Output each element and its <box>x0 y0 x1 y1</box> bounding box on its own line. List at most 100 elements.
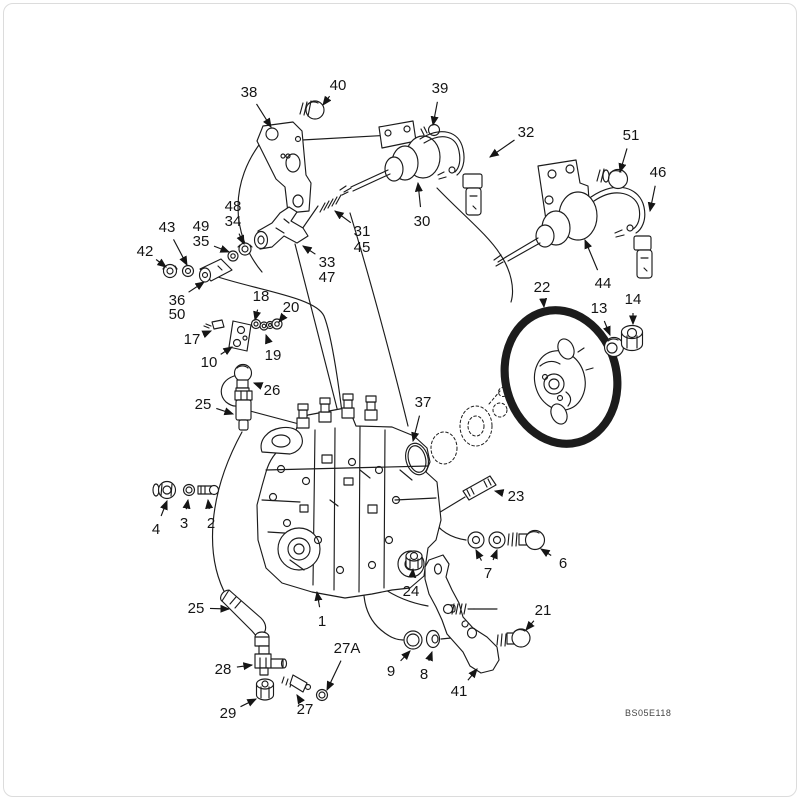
part-callout-27-47: 27 <box>297 701 314 718</box>
part-callout-25-44: 25 <box>188 600 205 617</box>
part-callout-6-38: 6 <box>559 555 567 572</box>
part-callout-46-5: 46 <box>650 164 667 181</box>
part-callout-48-11: 48 <box>225 198 242 215</box>
callout-arrow-26 <box>252 382 264 390</box>
part-callout-34-12: 34 <box>225 213 242 230</box>
bolt-21-illustration <box>496 628 531 648</box>
washers-7-illustration <box>467 531 506 549</box>
bracket-38-illustration <box>256 121 312 214</box>
part-callout-20-24: 20 <box>283 299 300 316</box>
part-callout-14-22: 14 <box>625 291 642 308</box>
part-callout-31-7: 31 <box>354 223 371 240</box>
bolt-39-illustration <box>420 123 441 137</box>
nut-34-48-illustration <box>237 242 253 256</box>
drawing-code: BS05E118 <box>625 708 671 718</box>
callout-arrow-23 <box>493 489 505 497</box>
part-callout-40-1: 40 <box>330 77 347 94</box>
washer-18-illustration <box>250 318 262 330</box>
part-callout-29-46: 29 <box>220 705 237 722</box>
callout-arrow-17 <box>201 330 213 339</box>
part-callout-18-23: 18 <box>253 288 270 305</box>
washer-43-illustration <box>181 264 195 278</box>
o-ring-27a-illustration <box>315 688 329 702</box>
part-callout-45-8: 45 <box>354 239 371 256</box>
part-callout-47-10: 47 <box>319 269 336 286</box>
bolt-51-illustration <box>596 168 629 190</box>
part-callout-39-2: 39 <box>432 80 449 97</box>
part-callout-44-19: 44 <box>595 275 612 292</box>
part-callout-42-16: 42 <box>137 243 154 260</box>
pipe-25-illustration <box>220 589 270 647</box>
stud-23-illustration <box>462 475 497 501</box>
callout-arrow-30 <box>414 181 423 208</box>
callout-arrow-41 <box>467 668 478 681</box>
part-callout-51-4: 51 <box>623 127 640 144</box>
part-callout-35-14: 35 <box>193 233 210 250</box>
solenoid-44-illustration <box>493 159 653 279</box>
part-callout-37-30: 37 <box>415 394 432 411</box>
part-callout-19-27: 19 <box>265 347 282 364</box>
part-callout-33-9: 33 <box>319 254 336 271</box>
nut-29-illustration <box>255 678 275 701</box>
callout-arrow-27A <box>326 660 342 692</box>
pin-36-50-illustration <box>198 258 233 283</box>
grommet-8-illustration <box>425 629 441 649</box>
part-callout-8-42: 8 <box>420 666 428 683</box>
callout-arrow-43 <box>172 239 188 267</box>
callout-arrow-10 <box>220 346 233 356</box>
callout-arrow-40 <box>322 95 332 106</box>
exploded-view-artwork <box>152 100 653 702</box>
part-callout-13-21: 13 <box>591 300 608 317</box>
callout-arrow-28 <box>236 662 254 671</box>
bolt-6-illustration <box>507 529 546 551</box>
part-callout-26-28: 26 <box>264 382 281 399</box>
callout-arrow-42 <box>155 258 167 268</box>
part-callout-43-15: 43 <box>159 219 176 236</box>
callout-arrow-27 <box>296 694 305 705</box>
callout-arrow-44 <box>584 238 599 271</box>
part-callout-49-13: 49 <box>193 218 210 235</box>
plug-2-illustration <box>197 484 220 496</box>
callout-arrow-29 <box>240 698 258 708</box>
callout-arrow-19 <box>265 333 273 345</box>
part-callout-50-18: 50 <box>169 306 186 323</box>
callout-arrow-7 <box>490 548 498 561</box>
callout-arrow-20 <box>278 312 288 323</box>
callout-arrow-21 <box>525 620 535 631</box>
tee-28-illustration <box>254 645 288 676</box>
fitting-4-illustration <box>152 480 177 500</box>
part-callout-9-41: 9 <box>387 663 395 680</box>
part-callout-25-29: 25 <box>195 396 212 413</box>
o-ring-37-illustration <box>405 442 429 476</box>
callout-arrow-9 <box>400 650 411 662</box>
nut-14-illustration <box>620 324 644 352</box>
part-callout-22-20: 22 <box>534 279 551 296</box>
part-callout-2-34: 2 <box>207 515 215 532</box>
callout-arrow-1 <box>314 590 323 608</box>
wire-harness-32-illustration <box>419 131 483 216</box>
part-callout-3-33: 3 <box>180 515 188 532</box>
callout-arrow-32 <box>489 139 515 158</box>
filter-25-illustration <box>234 390 253 431</box>
o-ring-9-illustration <box>403 630 423 650</box>
screw-with-spring-illustration <box>442 603 475 615</box>
callout-arrow-37 <box>411 415 421 443</box>
callout-arrow-6 <box>540 548 552 558</box>
nut-42-illustration <box>162 263 178 279</box>
part-callout-38-0: 38 <box>241 84 258 101</box>
lever-33-47-illustration <box>253 206 309 250</box>
callout-arrow-46 <box>647 185 656 213</box>
callout-arrow-7 <box>475 548 484 561</box>
part-callout-30-6: 30 <box>414 213 431 230</box>
injection-pump-illustration <box>256 393 442 599</box>
callout-arrow-36 <box>188 281 205 293</box>
callout-arrow-33 <box>302 245 316 255</box>
callout-arrow-22 <box>539 298 548 309</box>
part-callout-23-31: 23 <box>508 488 525 505</box>
part-callout-27A-43: 27A <box>334 640 361 657</box>
gear-22-illustration <box>500 306 622 448</box>
callout-arrow-51 <box>618 148 628 174</box>
